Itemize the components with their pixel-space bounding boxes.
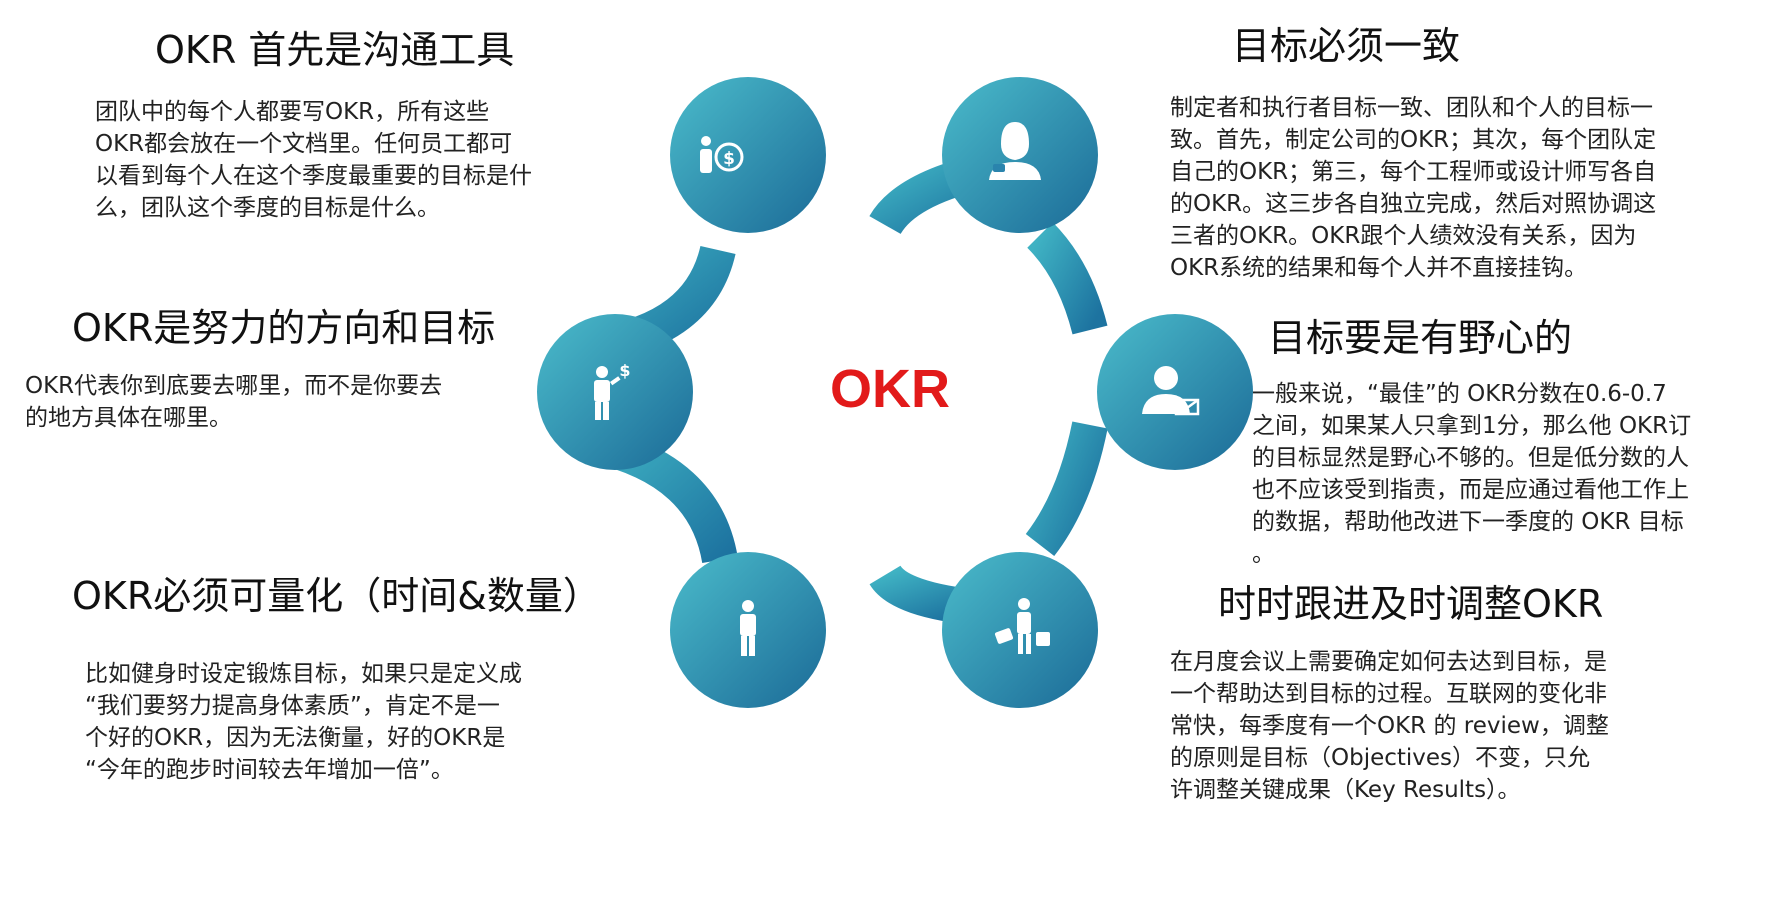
icon-layer: $ $ xyxy=(594,122,1200,656)
body-line: 么，团队这个季度的目标是什么。 xyxy=(95,195,440,221)
body-line: 也不应该受到指责，而是应通过看他工作上 xyxy=(1252,477,1689,503)
svg-text:$: $ xyxy=(723,149,735,169)
band-segment xyxy=(1026,222,1108,335)
businessman-dollar-icon: $ xyxy=(594,361,631,420)
body-line: 的目标显然是野心不够的。但是低分数的人 xyxy=(1252,445,1689,471)
node-circle-1 xyxy=(670,77,826,233)
body-line: 一般来说，“最佳”的 OKR分数在0.6-0.7 xyxy=(1252,381,1667,407)
band-segment xyxy=(1025,421,1108,557)
body-line: 。 xyxy=(1252,541,1275,567)
section-title-quantifiable: OKR必须可量化（时间&数量） xyxy=(72,574,601,618)
section-body-ambition: 一般来说，“最佳”的 OKR分数在0.6-0.7 之间，如果某人只拿到1分，那么… xyxy=(1252,378,1782,570)
section-body-direction: OKR代表你到底要去哪里，而不是你要去 的地方具体在哪里。 xyxy=(25,370,545,434)
woman-avatar-icon xyxy=(989,122,1041,180)
body-line: 一个帮助达到目标的过程。互联网的变化非 xyxy=(1170,681,1607,707)
section-body-alignment: 制定者和执行者目标一致、团队和个人的目标一 致。首先，制定公司的OKR；其次，每… xyxy=(1170,92,1770,284)
body-line: 的原则是目标（Objectives）不变，只允 xyxy=(1170,745,1591,771)
section-title-ambition: 目标要是有野心的 xyxy=(1268,316,1573,360)
person-money-icon: $ xyxy=(700,136,744,173)
body-line: 致。首先，制定公司的OKR；其次，每个团队定 xyxy=(1170,127,1657,153)
body-line: 的OKR。这三步各自独立完成，然后对照协调这 xyxy=(1170,191,1657,217)
traveler-luggage-icon xyxy=(994,598,1050,654)
section-title-communication: OKR 首先是沟通工具 xyxy=(155,28,515,72)
node-circle-3 xyxy=(537,314,693,470)
node-circle-4 xyxy=(1097,314,1253,470)
body-line: 的数据，帮助他改进下一季度的 OKR 目标 xyxy=(1252,509,1684,535)
body-line: 团队中的每个人都要写OKR，所有这些 xyxy=(95,99,490,125)
svg-text:$: $ xyxy=(619,361,630,380)
body-line: 制定者和执行者目标一致、团队和个人的目标一 xyxy=(1170,95,1653,121)
body-line: 在月度会议上需要确定如何去达到目标，是 xyxy=(1170,649,1607,675)
body-line: OKR代表你到底要去哪里，而不是你要去 xyxy=(25,373,443,399)
body-line: 个好的OKR，因为无法衡量，好的OKR是 xyxy=(85,725,506,751)
body-line: 比如健身时设定锻炼目标，如果只是定义成 xyxy=(85,661,522,687)
body-line: 许调整关键成果（Key Results）。 xyxy=(1170,777,1521,803)
section-body-quantifiable: 比如健身时设定锻炼目标，如果只是定义成 “我们要努力提高身体素质”，肯定不是一 … xyxy=(85,658,645,786)
body-line: OKR系统的结果和每个人并不直接挂钩。 xyxy=(1170,255,1588,281)
man-email-icon xyxy=(1142,366,1200,416)
body-line: 之间，如果某人只拿到1分，那么他 OKR订 xyxy=(1252,413,1692,439)
section-title-follow-up: 时时跟进及时调整OKR xyxy=(1218,582,1604,626)
section-title-direction: OKR是努力的方向和目标 xyxy=(72,306,496,350)
body-line: 自己的OKR；第三，每个工程师或设计师写各自 xyxy=(1170,159,1657,185)
body-line: “我们要努力提高身体素质”，肯定不是一 xyxy=(85,693,500,719)
body-line: “今年的跑步时间较去年增加一倍”。 xyxy=(85,757,454,783)
standing-man-icon xyxy=(740,600,756,656)
body-line: 以看到每个人在这个季度最重要的目标是什 xyxy=(95,163,532,189)
section-title-alignment: 目标必须一致 xyxy=(1232,24,1461,68)
body-line: OKR都会放在一个文档里。任何员工都可 xyxy=(95,131,513,157)
body-line: 常快，每季度有一个OKR 的 review，调整 xyxy=(1170,713,1609,739)
section-body-communication: 团队中的每个人都要写OKR，所有这些 OKR都会放在一个文档里。任何员工都可 以… xyxy=(95,96,655,224)
body-line: 的地方具体在哪里。 xyxy=(25,405,232,431)
center-okr-label: OKR xyxy=(830,359,950,419)
body-line: 三者的OKR。OKR跟个人绩效没有关系，因为 xyxy=(1170,223,1637,249)
section-body-follow-up: 在月度会议上需要确定如何去达到目标，是 一个帮助达到目标的过程。互联网的变化非 … xyxy=(1170,646,1710,806)
